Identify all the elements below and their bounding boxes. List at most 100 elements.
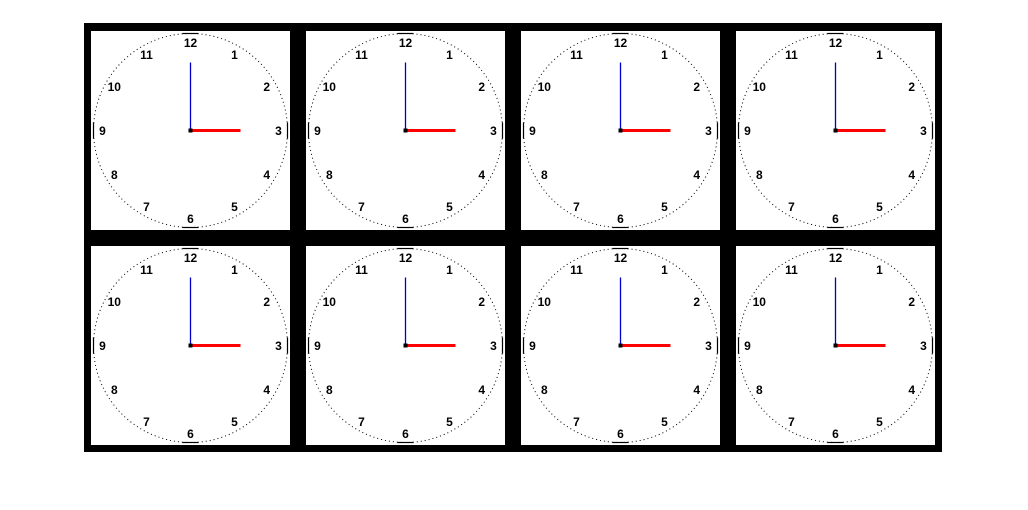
hour-number: 7 — [143, 415, 150, 429]
hour-number: 1 — [446, 263, 453, 277]
hour-number: 5 — [231, 200, 238, 214]
hour-number: 11 — [785, 48, 798, 62]
hour-number: 1 — [661, 263, 668, 277]
hour-number: 5 — [231, 415, 238, 429]
hour-number: 8 — [111, 383, 118, 397]
hour-number: 6 — [617, 427, 624, 441]
hour-number: 3 — [275, 124, 282, 138]
hour-number: 9 — [744, 339, 751, 353]
hour-number: 12 — [614, 36, 628, 50]
hour-number: 11 — [570, 263, 583, 277]
hour-number: 1 — [661, 48, 668, 62]
hour-number: 3 — [705, 124, 712, 138]
hour-number: 8 — [541, 168, 548, 182]
hour-number: 8 — [756, 383, 763, 397]
hour-number: 12 — [184, 36, 198, 50]
hour-number: 4 — [908, 168, 915, 182]
hour-number: 11 — [355, 48, 368, 62]
hour-number: 5 — [876, 200, 883, 214]
hour-number: 3 — [920, 339, 927, 353]
hour-number: 9 — [314, 124, 321, 138]
hour-number: 12 — [399, 36, 413, 50]
hour-number: 12 — [399, 251, 413, 265]
hour-number: 2 — [478, 80, 485, 94]
hour-number: 7 — [358, 200, 365, 214]
hour-number: 11 — [570, 48, 583, 62]
hour-number: 10 — [108, 295, 122, 309]
hour-number: 5 — [446, 200, 453, 214]
center-pin — [833, 128, 838, 133]
hour-number: 3 — [490, 339, 497, 353]
hour-number: 12 — [184, 251, 198, 265]
hour-number: 2 — [693, 80, 700, 94]
hour-number: 7 — [143, 200, 150, 214]
center-pin — [403, 128, 408, 133]
hour-number: 7 — [573, 415, 580, 429]
hour-number: 4 — [263, 168, 270, 182]
hour-number: 4 — [478, 168, 485, 182]
hour-number: 1 — [446, 48, 453, 62]
hour-number: 3 — [490, 124, 497, 138]
hour-number: 11 — [355, 263, 368, 277]
hour-number: 2 — [263, 80, 270, 94]
hour-number: 4 — [908, 383, 915, 397]
hour-number: 9 — [99, 124, 106, 138]
hour-number: 7 — [788, 415, 795, 429]
hour-number: 8 — [756, 168, 763, 182]
center-pin — [618, 128, 623, 133]
hour-number: 7 — [358, 415, 365, 429]
hour-number: 10 — [538, 80, 552, 94]
hour-number: 11 — [140, 263, 153, 277]
hour-number: 12 — [829, 251, 843, 265]
hour-number: 4 — [478, 383, 485, 397]
hour-number: 4 — [263, 383, 270, 397]
hour-number: 6 — [402, 212, 409, 226]
hour-number: 4 — [693, 383, 700, 397]
hour-number: 10 — [753, 80, 767, 94]
hour-number: 8 — [111, 168, 118, 182]
hour-number: 2 — [478, 295, 485, 309]
hour-number: 2 — [908, 295, 915, 309]
hour-number: 9 — [314, 339, 321, 353]
center-pin — [403, 343, 408, 348]
center-pin — [188, 343, 193, 348]
hour-number: 5 — [446, 415, 453, 429]
hour-number: 6 — [832, 427, 839, 441]
hour-number: 9 — [529, 124, 536, 138]
hour-number: 2 — [908, 80, 915, 94]
hour-number: 12 — [829, 36, 843, 50]
hour-number: 1 — [876, 48, 883, 62]
center-pin — [618, 343, 623, 348]
hour-number: 6 — [402, 427, 409, 441]
hour-number: 8 — [326, 168, 333, 182]
hour-number: 6 — [187, 212, 194, 226]
hour-number: 10 — [323, 80, 337, 94]
hour-number: 9 — [99, 339, 106, 353]
hour-number: 7 — [573, 200, 580, 214]
hour-number: 1 — [231, 48, 238, 62]
hour-number: 10 — [753, 295, 767, 309]
hour-number: 5 — [661, 200, 668, 214]
hour-number: 8 — [326, 383, 333, 397]
hour-number: 1 — [876, 263, 883, 277]
hour-number: 3 — [920, 124, 927, 138]
hour-number: 9 — [744, 124, 751, 138]
hour-number: 4 — [693, 168, 700, 182]
hour-number: 11 — [140, 48, 153, 62]
hour-number: 3 — [275, 339, 282, 353]
hour-number: 6 — [187, 427, 194, 441]
hour-number: 12 — [614, 251, 628, 265]
